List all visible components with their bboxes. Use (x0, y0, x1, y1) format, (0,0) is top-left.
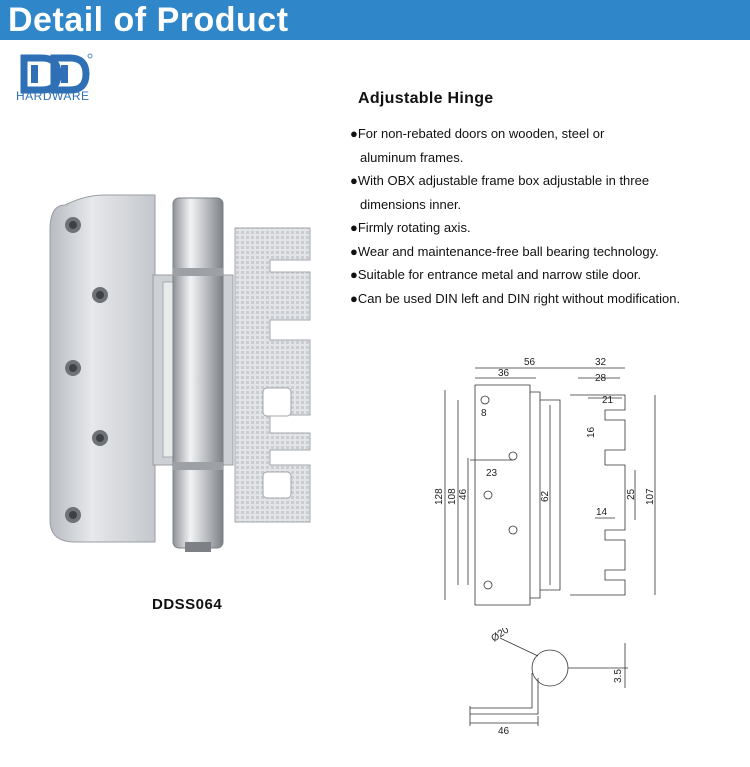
dim-8: 8 (481, 408, 487, 419)
dim-3-5: 3.5 (613, 669, 624, 683)
feature-item: ●With OBX adjustable frame box adjustabl… (350, 173, 650, 212)
header-banner: Detail of Product (0, 0, 750, 40)
dim-14: 14 (596, 507, 608, 518)
feature-item: ●Firmly rotating axis. (350, 220, 471, 235)
feature-item: ●Can be used DIN left and DIN right with… (350, 290, 681, 306)
dim-128: 128 (434, 488, 445, 505)
feature-item: ●Suitable for entrance metal and narrow … (350, 267, 642, 282)
hinge-section-drawing: Ø20 3.5 46 (469, 628, 628, 737)
dim-56: 56 (524, 357, 536, 368)
dim-46-horizontal: 46 (498, 726, 510, 737)
dim-62: 62 (540, 490, 551, 502)
dim-23: 23 (486, 468, 498, 479)
feature-list: ●For non-rebated doors on wooden, steel … (350, 122, 745, 310)
dim-108: 108 (447, 488, 458, 505)
dim-21: 21 (602, 395, 614, 406)
dim-107: 107 (645, 488, 656, 505)
banner-title: Detail of Product (8, 1, 289, 39)
feature-item: ●For non-rebated doors on wooden, steel … (350, 126, 605, 165)
feature-item: ●Wear and maintenance-free ball bearing … (350, 243, 659, 259)
dim-28: 28 (595, 373, 607, 384)
hinge-photo (49, 194, 311, 552)
brand-name: HARDWARE (16, 89, 90, 103)
dim-32: 32 (595, 357, 607, 368)
model-number: DDSS064 (152, 596, 223, 613)
dim-25: 25 (626, 488, 637, 500)
dim-36: 36 (498, 368, 510, 379)
product-title: Adjustable Hinge (358, 90, 494, 107)
dim-16: 16 (586, 426, 597, 438)
dim-46-vertical: 46 (458, 488, 469, 500)
brand-logo-icon (20, 53, 93, 94)
hinge-technical-drawing: 56 36 32 28 21 8 16 23 128 108 46 62 25 … (434, 357, 656, 606)
